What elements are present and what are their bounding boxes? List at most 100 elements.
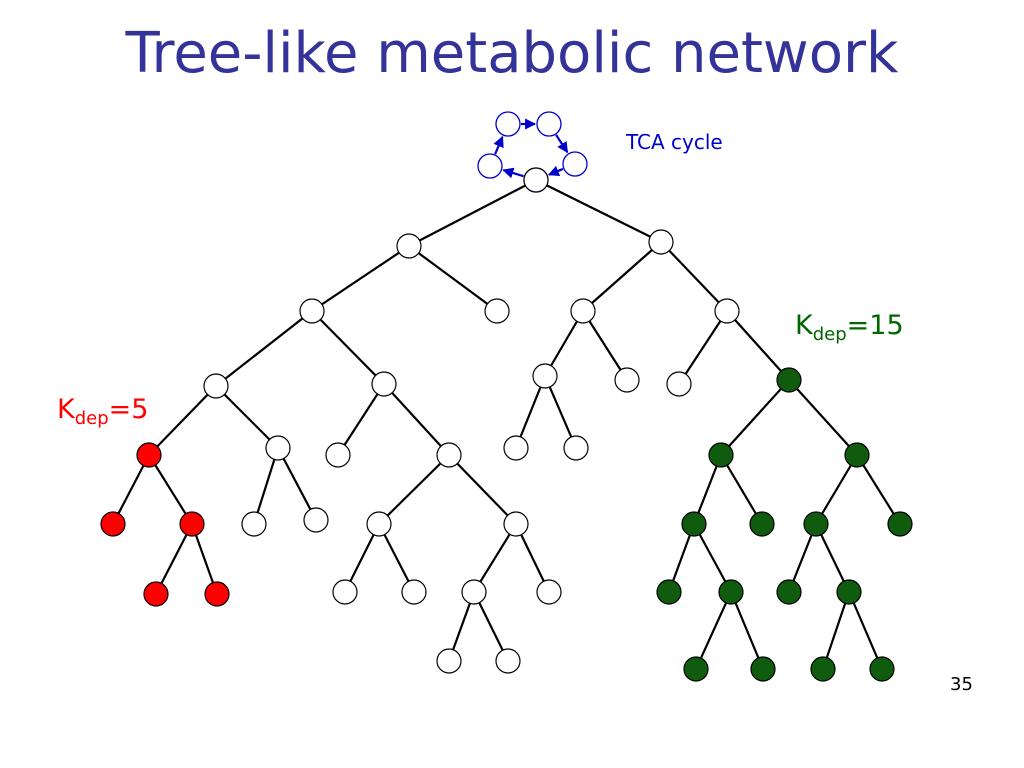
white-node — [401, 579, 427, 605]
cycle-node — [562, 151, 588, 177]
tree-edge — [693, 523, 732, 593]
tree-edge — [337, 383, 385, 456]
tree-edge — [720, 454, 763, 525]
red-node — [179, 511, 205, 537]
tree-edge — [277, 447, 317, 521]
tree-edge — [383, 383, 450, 456]
tree-edge — [660, 241, 728, 312]
cycle-arrow — [555, 134, 569, 154]
green-node — [683, 656, 709, 682]
kdep-5-label: Kdep=5 — [57, 394, 148, 429]
cycle-node — [536, 111, 562, 137]
tree-edge — [543, 375, 578, 449]
tree-edge — [473, 523, 517, 593]
kdep-5-value: =5 — [108, 394, 149, 425]
tree-edge — [582, 310, 628, 381]
tree-edge — [378, 523, 415, 593]
tree-edge — [311, 310, 385, 385]
white-node — [299, 298, 325, 324]
white-node — [563, 435, 589, 461]
tree-edge — [252, 447, 280, 525]
tree-edge — [148, 385, 217, 456]
tree-edge — [112, 454, 150, 525]
white-node — [366, 511, 392, 537]
white-node — [614, 367, 640, 393]
green-node — [749, 511, 775, 537]
cycle-node — [477, 153, 503, 179]
tree-edge — [678, 310, 728, 385]
white-node — [371, 371, 397, 397]
green-node — [718, 579, 744, 605]
tree-edge — [148, 454, 193, 525]
tree-edge — [215, 310, 313, 387]
red-node — [100, 511, 126, 537]
white-node — [396, 233, 422, 259]
tree-edge — [408, 179, 537, 247]
tree-nodes — [100, 167, 913, 682]
kdep-15-label: Kdep=15 — [795, 310, 904, 345]
tree-edge — [408, 245, 498, 312]
tree-edge — [378, 454, 450, 525]
tree-edge — [720, 379, 790, 456]
white-node — [714, 298, 740, 324]
tree-edge — [448, 454, 517, 525]
red-node — [204, 581, 230, 607]
green-node — [708, 442, 734, 468]
green-node — [869, 656, 895, 682]
tree-edge — [694, 591, 733, 670]
white-node — [461, 579, 487, 605]
white-node — [570, 298, 596, 324]
green-node — [776, 367, 802, 393]
tree-edge — [215, 385, 279, 449]
tree-edge — [847, 591, 884, 670]
green-node — [836, 579, 862, 605]
white-node — [666, 371, 692, 397]
tree-edge — [155, 523, 193, 595]
white-node — [484, 298, 510, 324]
green-node — [681, 511, 707, 537]
tree-edge — [535, 179, 662, 243]
white-node — [203, 373, 229, 399]
cycle-arrow — [502, 167, 524, 179]
cycle-arrow — [493, 135, 504, 155]
white-node — [536, 579, 562, 605]
white-node — [241, 511, 267, 537]
red-node — [143, 581, 169, 607]
white-node — [503, 435, 529, 461]
tree-edges — [112, 179, 901, 670]
tree-edge — [514, 375, 547, 449]
green-node — [887, 511, 913, 537]
white-node — [265, 435, 291, 461]
kdep-15-value: =15 — [846, 310, 904, 341]
white-node — [503, 511, 529, 537]
slide-title: Tree-like metabolic network — [125, 21, 899, 86]
tree-edge — [729, 591, 765, 670]
tree-edge — [473, 591, 509, 662]
white-node — [648, 229, 674, 255]
tca-cycle-label: TCA cycle — [626, 130, 723, 154]
white-node — [523, 167, 549, 193]
white-node — [495, 648, 521, 674]
tree-edge — [726, 310, 790, 381]
white-node — [532, 363, 558, 389]
red-node — [136, 442, 162, 468]
white-node — [303, 507, 329, 533]
kdep-15-subscript: dep — [812, 324, 847, 345]
green-node — [803, 511, 829, 537]
green-node — [810, 656, 836, 682]
tree-edge — [821, 591, 851, 670]
green-node — [656, 579, 682, 605]
kdep-5-base: K — [57, 394, 75, 425]
tree-edge — [311, 245, 410, 312]
tree-edge — [788, 379, 858, 456]
green-node — [776, 579, 802, 605]
kdep-15-base: K — [795, 310, 813, 341]
white-node — [436, 648, 462, 674]
green-node — [750, 656, 776, 682]
tree-edge — [815, 454, 858, 525]
white-node — [332, 579, 358, 605]
kdep-5-subscript: dep — [74, 408, 109, 429]
green-node — [844, 442, 870, 468]
tree-edge — [856, 454, 901, 525]
